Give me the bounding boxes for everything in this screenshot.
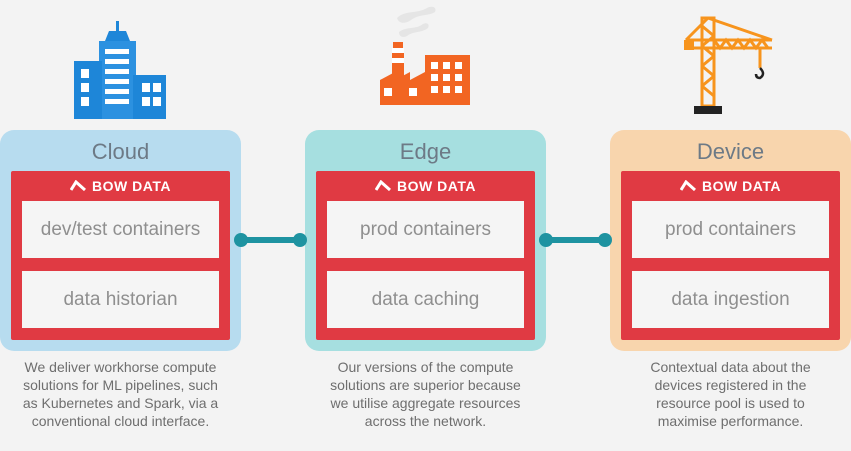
bow-data-box: BOW DATA dev/test containers data histor… (11, 171, 230, 340)
connector-dot (234, 233, 248, 247)
factory-icon (305, 0, 546, 125)
connector-dot (539, 233, 553, 247)
container-slot: dev/test containers (22, 201, 219, 258)
description-line: we utilise aggregate resources (330, 395, 521, 411)
description-line: maximise performance. (657, 413, 804, 429)
description-line: Contextual data about the (650, 359, 811, 375)
description-line: We deliver workhorse compute (24, 359, 217, 375)
bow-data-header: BOW DATA (621, 177, 840, 195)
data-slot: data ingestion (632, 271, 829, 328)
panel-title: Edge (399, 139, 452, 164)
container-slot: prod containers (327, 201, 524, 258)
connector-line (546, 237, 605, 243)
bow-data-box: BOW DATA prod containers data ingestion (621, 171, 840, 340)
cloud-edge-connector (234, 233, 307, 247)
edge-column: Edge BOW DATA prod containers data cachi… (305, 0, 546, 451)
device-column: Device BOW DATA prod containers data ing… (610, 0, 851, 451)
description-line: devices registered in the (654, 377, 807, 393)
bow-logo-icon (375, 180, 392, 192)
panel-title: Device (696, 139, 765, 164)
bow-data-header: BOW DATA (316, 177, 535, 195)
office-building-icon (0, 0, 241, 125)
description-line: across the network. (364, 413, 487, 429)
description-line: conventional cloud interface. (31, 413, 210, 429)
bow-logo-icon (680, 180, 697, 192)
description-line: solutions are superior because (330, 377, 521, 393)
column-description: Contextual data about the devices regist… (610, 358, 851, 430)
connector-dot (293, 233, 307, 247)
brand-label: BOW DATA (702, 178, 781, 194)
connector-line (241, 237, 300, 243)
crane-icon (610, 0, 851, 125)
brand-label: BOW DATA (92, 178, 171, 194)
connector-dot (598, 233, 612, 247)
data-slot: data caching (327, 271, 524, 328)
column-description: Our versions of the compute solutions ar… (305, 358, 546, 430)
description-line: resource pool is used to (656, 395, 805, 411)
bow-data-box: BOW DATA prod containers data caching (316, 171, 535, 340)
description-line: solutions for ML pipelines, such (23, 377, 218, 393)
edge-device-connector (539, 233, 612, 247)
description-line: as Kubernetes and Spark, via a (22, 395, 219, 411)
data-slot: data historian (22, 271, 219, 328)
panel-title: Cloud (91, 139, 150, 164)
bow-data-header: BOW DATA (11, 177, 230, 195)
brand-label: BOW DATA (397, 178, 476, 194)
column-description: We deliver workhorse compute solutions f… (0, 358, 241, 430)
container-slot: prod containers (632, 201, 829, 258)
bow-logo-icon (70, 180, 87, 192)
description-line: Our versions of the compute (337, 359, 514, 375)
cloud-column: Cloud BOW DATA dev/test containers data … (0, 0, 241, 451)
